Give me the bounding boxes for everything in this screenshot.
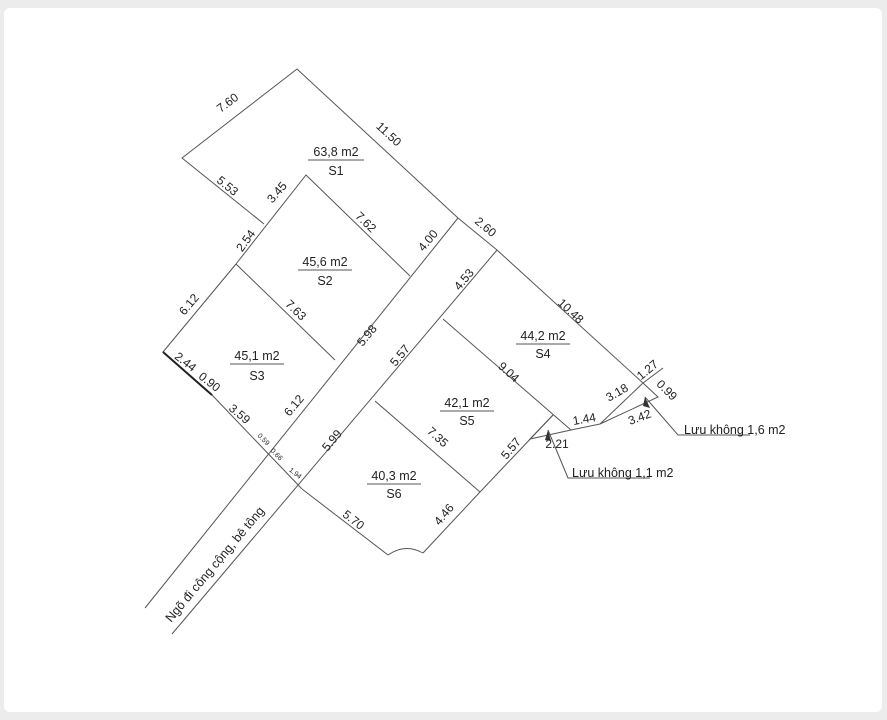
road-edge-left	[144, 217, 459, 609]
plot-name: S2	[317, 274, 332, 288]
dimension-label: 5.57	[387, 342, 413, 369]
dimension-label: 4.00	[415, 227, 441, 254]
arrow-icon	[545, 430, 551, 441]
plot-area: 44,2 m2	[520, 329, 565, 343]
dimension-label: 7.63	[283, 297, 310, 324]
dimension-label: 0.66	[269, 448, 284, 463]
plot-boundaries	[144, 68, 750, 635]
leader-line-1	[644, 396, 750, 436]
setback-s4	[599, 367, 664, 425]
dimension-label: 1.94	[287, 467, 302, 481]
dimension-label: 0.90	[196, 369, 223, 395]
plot-area: 40,3 m2	[371, 469, 416, 483]
plot-s1-boundary	[181, 68, 459, 225]
arrow-icon	[643, 397, 650, 408]
dimension-label: 3.59	[226, 401, 253, 427]
dimension-label: 2.21	[545, 437, 569, 451]
plot-name: S3	[249, 369, 264, 383]
plot-area: 45,6 m2	[302, 255, 347, 269]
dimension-label: 7.62	[353, 209, 380, 236]
dimension-label: 0.59	[256, 433, 271, 448]
dimension-label: 7.60	[214, 90, 241, 115]
plot-area: 42,1 m2	[444, 396, 489, 410]
dimension-label: 0.99	[654, 377, 681, 404]
plot-area: 45,1 m2	[234, 349, 279, 363]
boundary-s2-s3	[235, 263, 336, 361]
dimension-label: 4.53	[451, 266, 477, 293]
area-labels: 63,8 m2 S1 45,6 m2 S2 45,1 m2 S3 44,2 m2…	[234, 145, 565, 501]
boundary-s5-s6	[374, 400, 481, 493]
dimension-label: 10.48	[555, 296, 587, 327]
boundary-s4-s5	[442, 318, 572, 431]
setback-label: Lưu không 1,1 m2	[572, 466, 674, 480]
road-label: Ngõ đi công cộng, bê tông	[163, 504, 268, 625]
drawing-card	[4, 8, 882, 712]
dimension-label: 5.99	[319, 427, 345, 454]
plot-name: S4	[535, 347, 550, 361]
boundary-s6-right	[422, 491, 481, 554]
boundary-s5-right	[479, 414, 554, 493]
dimension-label: 3.45	[264, 179, 290, 206]
dimension-label: 11.50	[373, 119, 404, 149]
plot-name: S6	[386, 487, 401, 501]
boundary-s1-road	[457, 217, 498, 251]
plot-s6-boundary	[301, 488, 389, 556]
boundary-s4-top	[496, 249, 644, 384]
dimension-label: 5.57	[498, 435, 524, 462]
boundary-s3-thick	[162, 351, 213, 396]
plot-s6-arc	[387, 548, 424, 556]
plot-name: S1	[328, 164, 343, 178]
road-edge-right	[171, 249, 498, 635]
dimension-label: 2.60	[472, 214, 499, 240]
dimension-label: 6.12	[281, 392, 307, 419]
setback-label: Lưu không 1,6 m2	[684, 423, 786, 437]
plot-area: 63,8 m2	[313, 145, 358, 159]
dimension-label: 5.98	[354, 322, 380, 349]
dimension-label: 7.35	[424, 424, 451, 450]
plot-s2-boundary	[235, 174, 411, 277]
dimension-label: 6.12	[176, 291, 202, 318]
dimension-label: 3.18	[603, 380, 631, 404]
leader-line-2	[547, 429, 650, 479]
dimension-label: 4.46	[431, 501, 457, 528]
dimension-label: 9.04	[495, 359, 522, 385]
dimension-label: 1.44	[572, 410, 598, 428]
plot-name: S5	[459, 414, 474, 428]
